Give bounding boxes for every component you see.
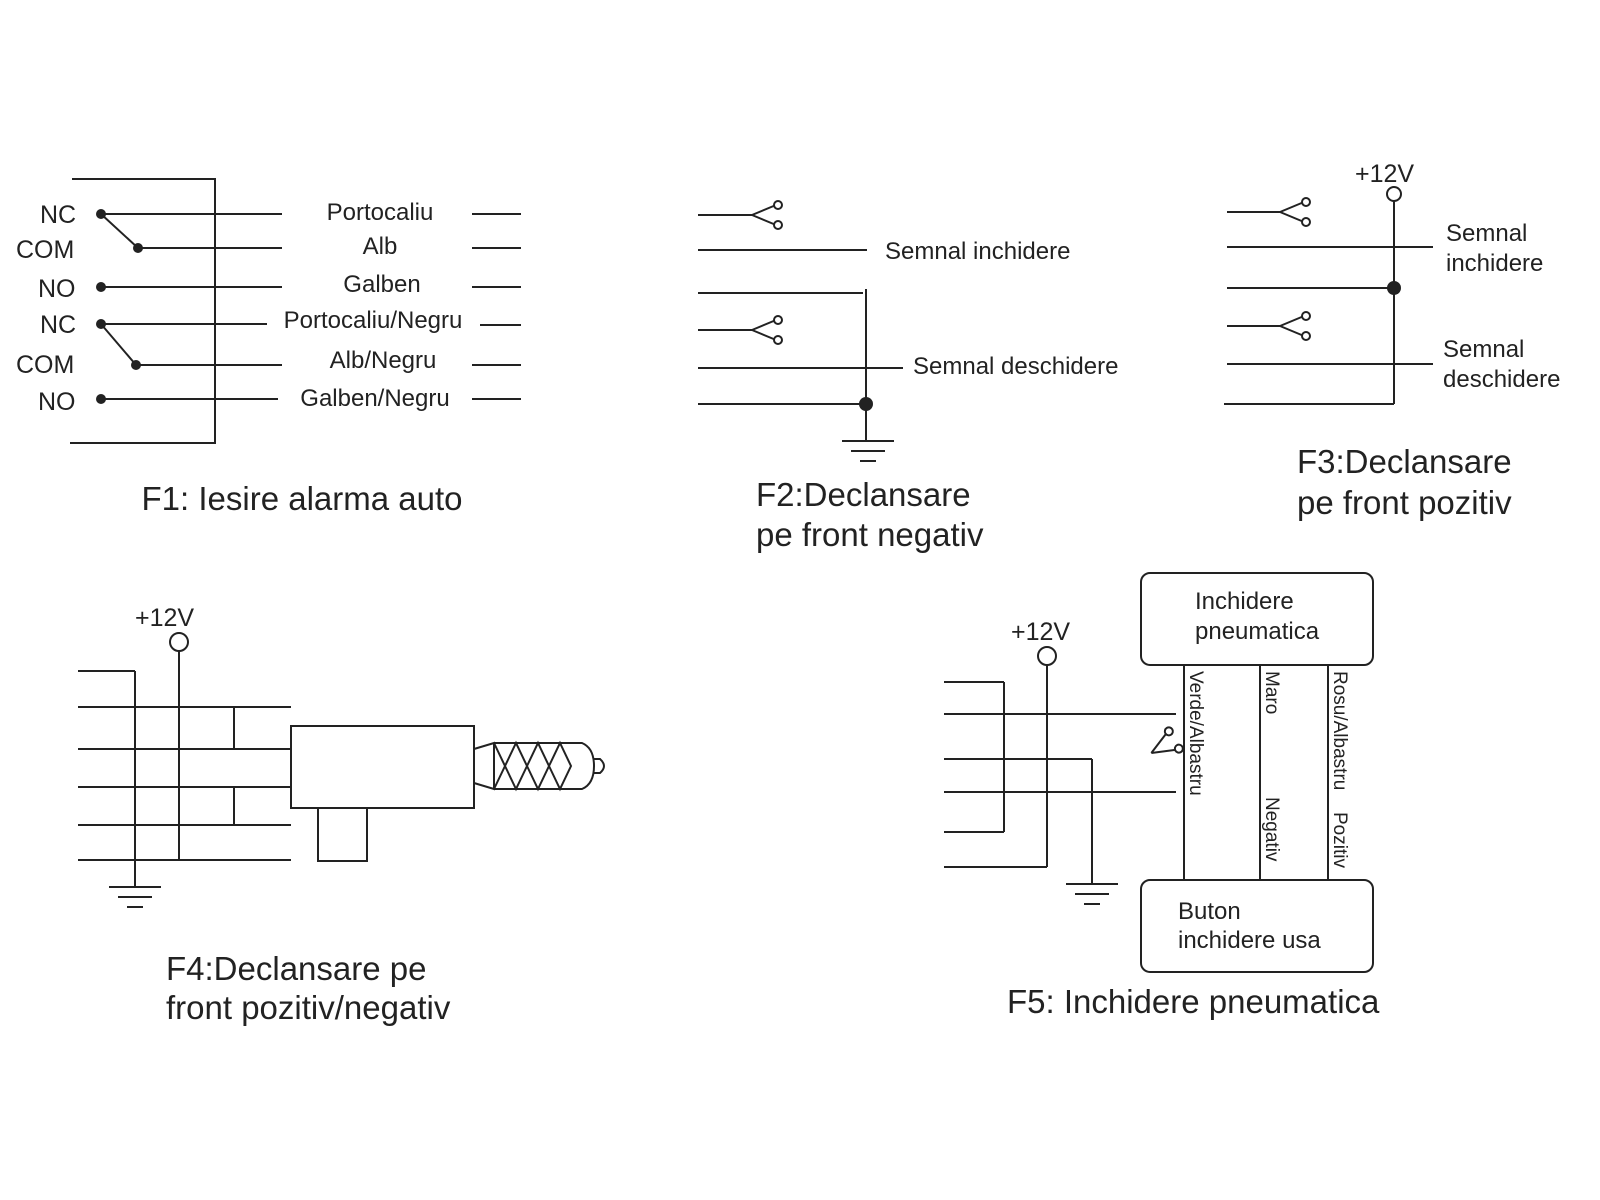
f3-signal-close-line1: Semnal <box>1446 220 1527 247</box>
f1-contact-label-no1: NO <box>38 275 76 303</box>
f1-contact-dot <box>133 243 143 253</box>
f3-signal-close-line2: inchidere <box>1446 250 1543 277</box>
figure-f3: +12V Semnal inchidere Semnal deschidere … <box>1224 160 1560 521</box>
f1-connector-frame <box>70 178 216 444</box>
f5-wire-label-positive: Pozitiv <box>1329 812 1350 868</box>
f3-caption-line2: pe front pozitiv <box>1297 484 1512 521</box>
f5-wire-label-green-blue: Verde/Albastru <box>1185 671 1206 796</box>
f4-actuator-mount <box>317 807 368 862</box>
f2-signal-open-label: Semnal deschidere <box>913 353 1118 380</box>
f2-caption-line2: pe front negativ <box>756 516 984 553</box>
f3-signal-open-line2: deschidere <box>1443 366 1560 393</box>
f1-wire-label: Galben/Negru <box>300 385 449 412</box>
f1-contact-dot <box>96 282 106 292</box>
f4-actuator-tip <box>571 742 596 790</box>
f1-caption: F1: Iesire alarma auto <box>142 480 463 517</box>
f3-caption-line1: F3:Declansare <box>1297 443 1512 480</box>
scissors-icon <box>751 200 783 230</box>
f1-wire-label: Galben <box>343 271 420 298</box>
scissors-icon <box>751 315 783 345</box>
f1-contact-label-com1: COM <box>16 236 74 264</box>
f4-supply-label: +12V <box>135 604 194 632</box>
f1-contact-label-com2: COM <box>16 351 74 379</box>
f5-box-top-line2: pneumatica <box>1195 618 1320 645</box>
f3-signal-open-line1: Semnal <box>1443 336 1524 363</box>
ground-icon <box>108 886 162 908</box>
scissors-icon <box>1279 197 1311 227</box>
f1-wire-label: Alb <box>363 233 398 260</box>
terminal-icon <box>169 632 189 652</box>
scissors-icon <box>1279 311 1311 341</box>
f1-contact-label-nc2: NC <box>40 311 76 339</box>
f5-wire-label-negative: Negativ <box>1261 797 1282 862</box>
junction-dot <box>859 397 873 411</box>
f1-switch-arm-2 <box>100 323 137 366</box>
f1-wire-label: Alb/Negru <box>330 347 437 374</box>
f5-wire-label-brown: Maro <box>1261 671 1282 714</box>
f2-signal-close-label: Semnal inchidere <box>885 238 1070 265</box>
junction-dot <box>1387 281 1401 295</box>
f5-supply-label: +12V <box>1011 618 1070 646</box>
terminal-icon <box>1386 186 1402 202</box>
scissors-icon <box>1143 724 1186 767</box>
f1-contact-dot <box>96 209 106 219</box>
f5-box-top-line1: Inchidere <box>1195 588 1294 615</box>
f3-supply-label: +12V <box>1355 160 1414 188</box>
f5-box-bottom-line2: inchidere usa <box>1178 927 1321 954</box>
f5-caption: F5: Inchidere pneumatica <box>1007 983 1380 1020</box>
f1-wire-label: Portocaliu <box>327 199 434 226</box>
f5-wire-label-red-blue: Rosu/Albastru <box>1329 671 1350 790</box>
f5-box-door-button <box>1140 879 1374 973</box>
figure-f5: +12V Inchidere pneumatica Buton inchider… <box>944 572 1380 1020</box>
f4-caption-line1: F4:Declansare pe <box>166 950 426 987</box>
f1-wire-label: Portocaliu/Negru <box>284 307 463 334</box>
ground-icon <box>1065 883 1119 905</box>
figure-f4: +12V F4:Declansare pe front pozitiv/nega… <box>78 604 605 1026</box>
f5-box-pneumatic-lock <box>1140 572 1374 666</box>
f4-actuator-rod <box>473 741 495 791</box>
f4-actuator-tip-end <box>594 758 605 774</box>
f1-switch-arm-1 <box>100 213 139 249</box>
figure-f2: Semnal inchidere Semnal deschidere F2:De… <box>698 200 1118 553</box>
f4-bellows-icon <box>493 740 573 792</box>
f4-actuator-body <box>290 725 475 809</box>
f1-contact-label-no2: NO <box>38 388 76 416</box>
f4-caption-line2: front pozitiv/negativ <box>166 989 451 1026</box>
ground-icon <box>841 440 895 462</box>
f1-contact-label-nc1: NC <box>40 201 76 229</box>
figure-f1: NC COM NO NC COM NO Portocaliu Alb Galbe… <box>16 178 521 517</box>
terminal-icon <box>1037 646 1057 666</box>
f1-contact-dot <box>96 319 106 329</box>
f2-caption-line1: F2:Declansare <box>756 476 971 513</box>
f5-box-bottom-line1: Buton <box>1178 898 1241 925</box>
f1-contact-dot <box>131 360 141 370</box>
f1-contact-dot <box>96 394 106 404</box>
